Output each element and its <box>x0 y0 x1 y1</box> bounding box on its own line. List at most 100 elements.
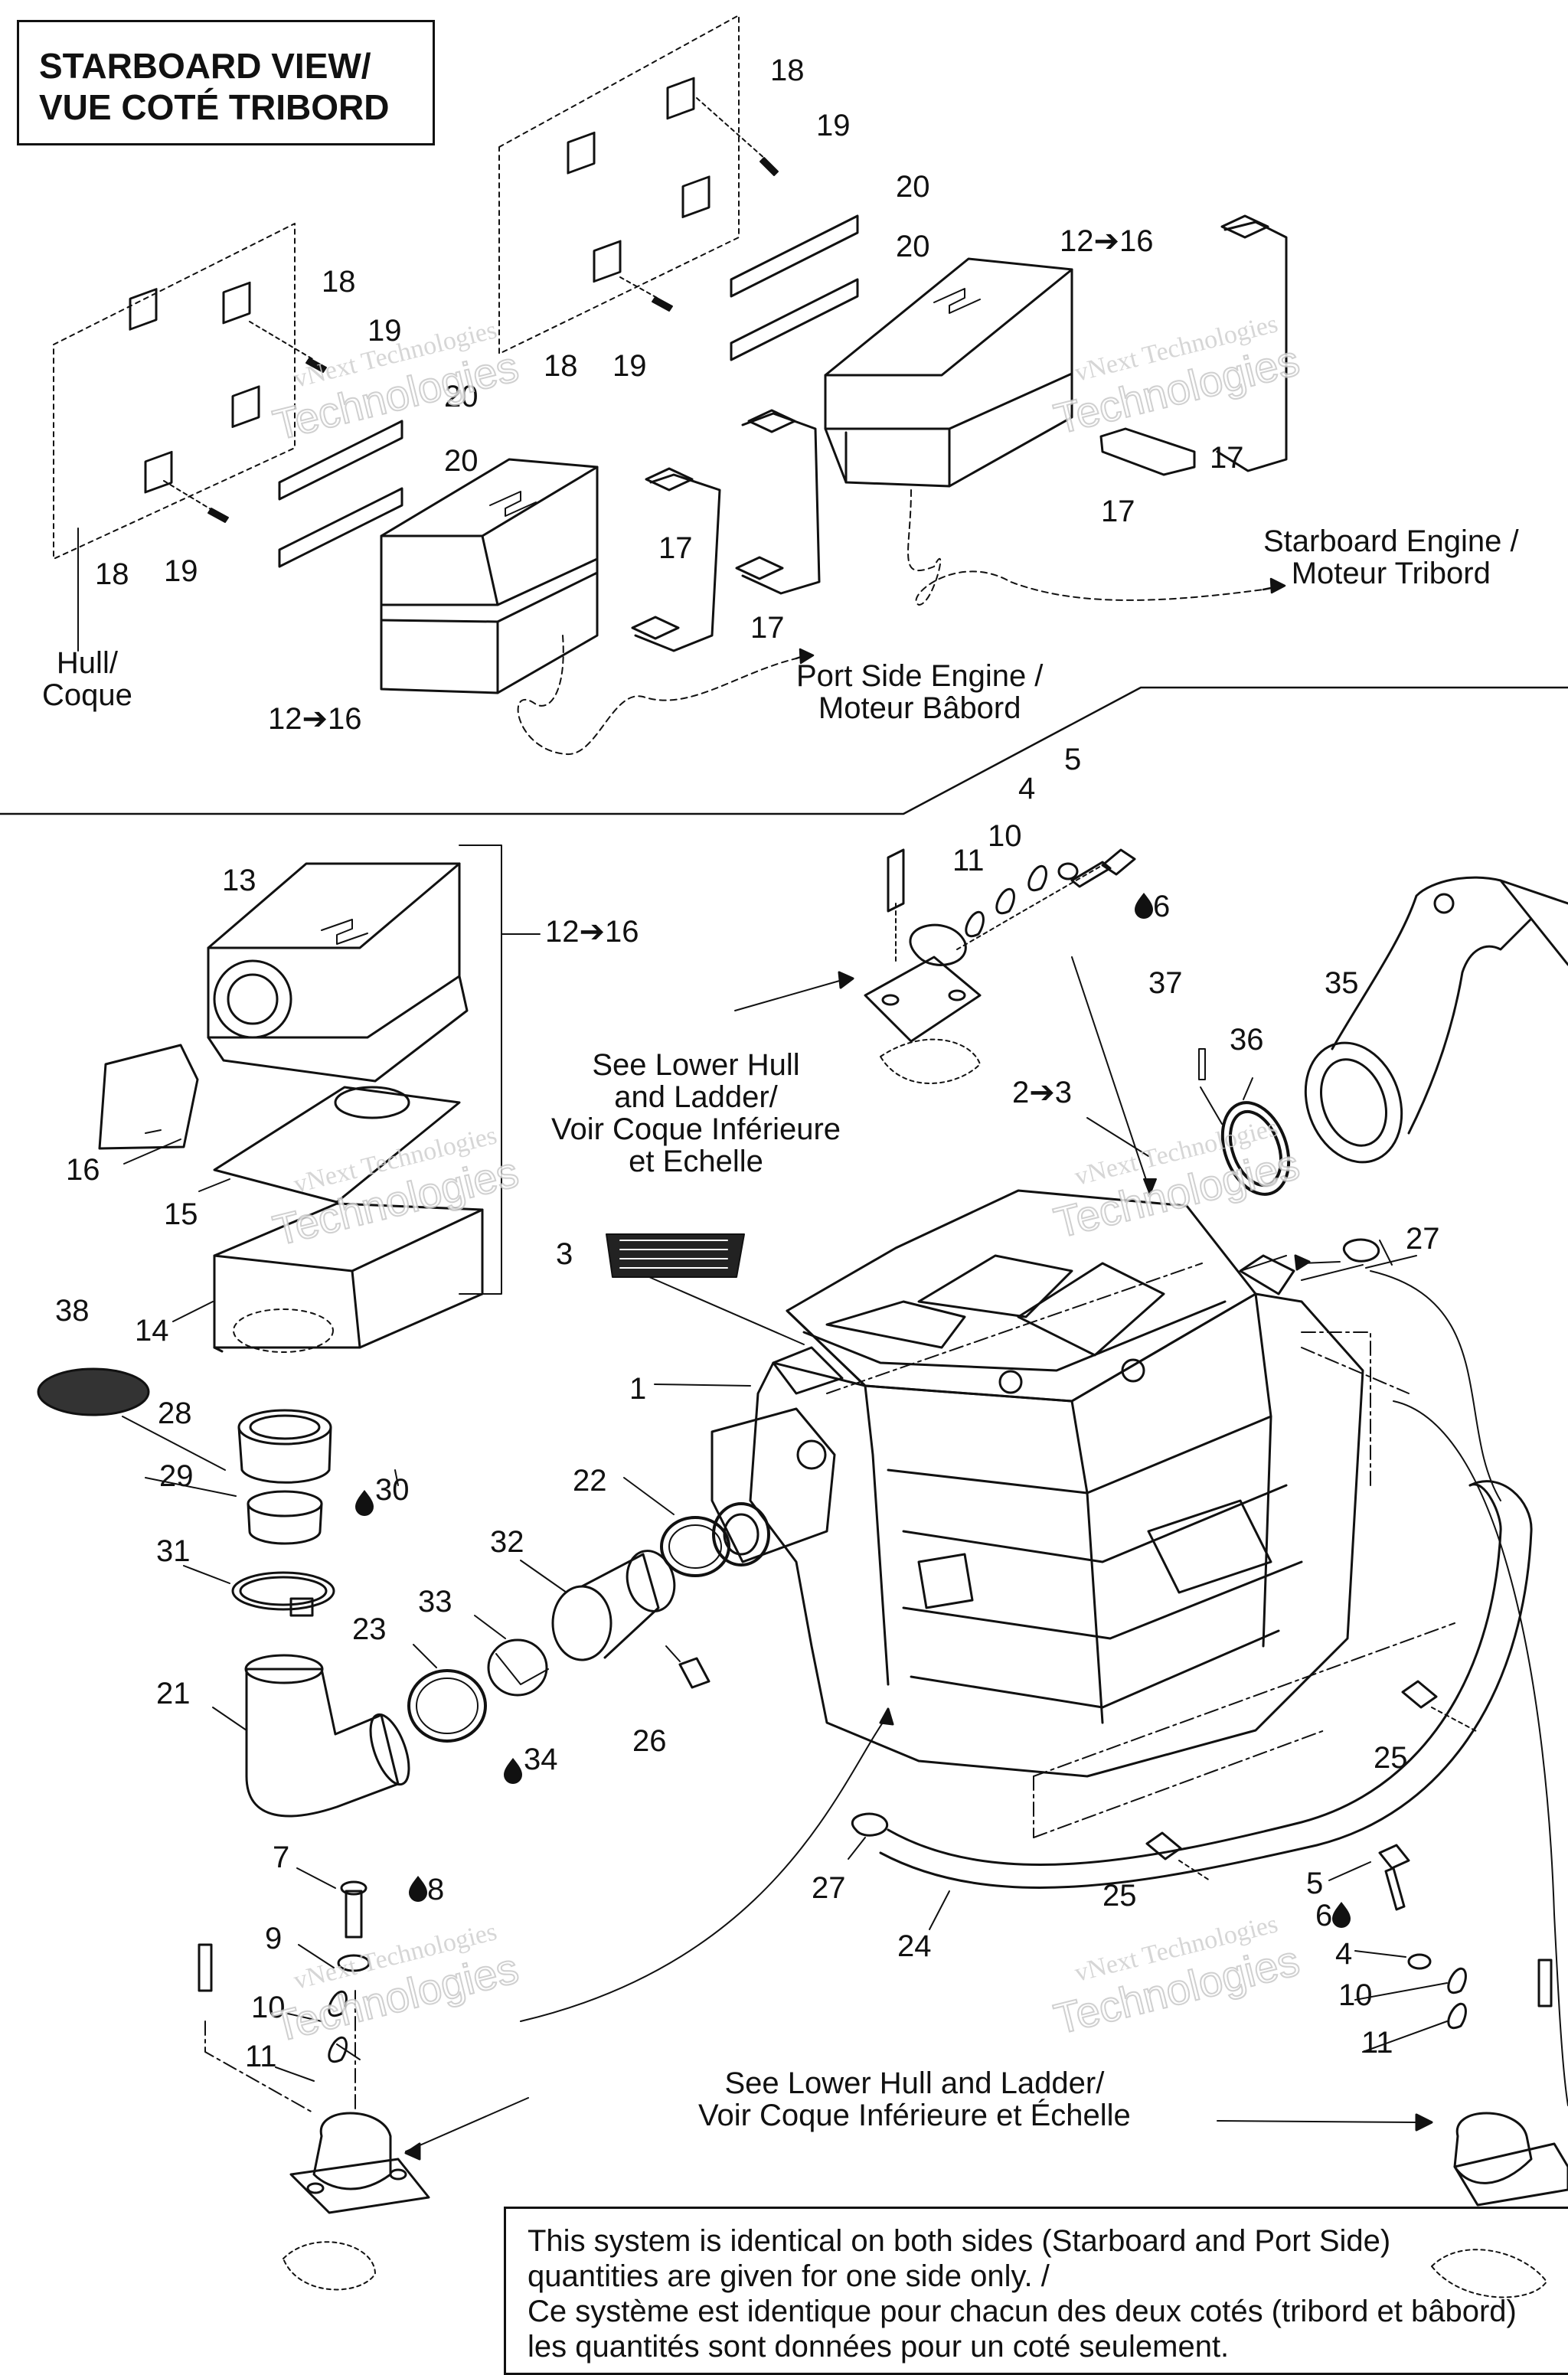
callout-8: 8 <box>427 1873 445 1906</box>
port-engine-label: Port Side Engine / Moteur Bâbord <box>796 659 1044 725</box>
hull-panel-left <box>53 223 296 560</box>
exhaust-35 <box>1304 876 1568 1164</box>
note-box: This system is identical on both sides (… <box>504 2207 1568 2375</box>
drop-icon <box>355 1490 374 1516</box>
callout-10: 10 <box>1338 1978 1373 2012</box>
callout-14: 14 <box>135 1314 169 1348</box>
mount-top-line <box>1071 956 1149 1188</box>
callout-16: 16 <box>66 1153 100 1187</box>
callout-2-3: 2➔3 <box>1012 1076 1073 1109</box>
callout-15: 15 <box>164 1197 198 1231</box>
view-title-line1: STARBOARD VIEW/ <box>39 46 371 86</box>
callout-19: 19 <box>368 314 402 348</box>
callout-28: 28 <box>158 1397 192 1430</box>
screw-19-group <box>163 97 779 523</box>
callout-21: 21 <box>156 1677 191 1710</box>
adapter-32 <box>551 1550 676 1661</box>
callout-18: 18 <box>770 54 805 87</box>
callout-17: 17 <box>658 531 693 565</box>
callout-18: 18 <box>322 265 356 299</box>
callout-24: 24 <box>897 1929 932 1963</box>
see-lower-hull-label-1: See Lower Hull and Ladder/ Voir Coque In… <box>551 1048 841 1178</box>
callout-35: 35 <box>1325 966 1359 1000</box>
hose-24 <box>879 1480 1533 1889</box>
strap-17-group <box>631 214 1288 652</box>
hull-label: Hull/ Coque <box>42 646 132 712</box>
callout-27: 27 <box>1406 1222 1440 1256</box>
hull-panel-right <box>498 15 740 354</box>
grommet-28 <box>237 1409 332 1484</box>
note-line3: Ce système est identique pour chacun des… <box>528 2295 1517 2328</box>
engine-arrows-top <box>795 577 1286 665</box>
callout-33: 33 <box>418 1585 452 1619</box>
callout-11: 11 <box>1361 2026 1393 2060</box>
fitting-25a <box>1401 1680 1438 1709</box>
callout-37: 37 <box>1148 966 1183 1000</box>
callout-10: 10 <box>251 1991 286 2024</box>
mount-lower-left <box>198 1880 430 2291</box>
callout-27: 27 <box>812 1871 846 1905</box>
pin-37 <box>1198 1048 1206 1080</box>
mount-lower-left-leaders <box>204 1990 356 2114</box>
view-title-line2: VUE COTÉ TRIBORD <box>39 87 390 127</box>
callout-22: 22 <box>573 1464 607 1498</box>
label-3 <box>606 1233 745 1278</box>
leaders-lower <box>275 1837 1448 2082</box>
hose-dashed-top <box>517 489 1264 756</box>
ring-29 <box>247 1490 323 1545</box>
callout-25: 25 <box>1102 1879 1137 1913</box>
callout-3: 3 <box>556 1237 573 1271</box>
callout-5: 5 <box>1306 1867 1324 1900</box>
callout-20: 20 <box>896 170 930 204</box>
note-line2: quantities are given for one side only. … <box>528 2259 1050 2293</box>
callout-4: 4 <box>1335 1937 1353 1971</box>
engine-block <box>710 1189 1364 1778</box>
drop-icon <box>409 1876 427 1902</box>
drop-icon <box>1332 1902 1351 1928</box>
callout-32: 32 <box>490 1525 524 1559</box>
starboard-engine-label: Starboard Engine / Moteur Tribord <box>1263 524 1519 590</box>
callout-29: 29 <box>159 1459 194 1493</box>
leaders-lower-left <box>122 1129 681 1731</box>
callout-26: 26 <box>632 1724 667 1758</box>
callout-19: 19 <box>816 109 851 142</box>
mount-top-leaders <box>895 864 1103 965</box>
callout-5: 5 <box>1064 743 1082 776</box>
drop-icon <box>1135 893 1153 919</box>
bracket-18-group <box>129 77 710 494</box>
callout-30: 30 <box>375 1473 410 1507</box>
see-lower-hull-label-2: See Lower Hull and Ladder/ Voir Coque In… <box>698 2066 1131 2132</box>
callout-11: 11 <box>245 2040 277 2073</box>
callout-17: 17 <box>1101 495 1135 528</box>
leaders-engine <box>648 1117 1393 1387</box>
callout-10: 10 <box>988 819 1022 853</box>
callout-7: 7 <box>273 1841 290 1874</box>
callout-20: 20 <box>444 444 479 478</box>
callout-17: 17 <box>750 611 785 645</box>
callout-23: 23 <box>352 1612 387 1646</box>
callout-1: 1 <box>629 1372 647 1406</box>
callout-19: 19 <box>612 349 647 383</box>
clamp-31 <box>231 1571 335 1617</box>
ring-33 <box>487 1638 548 1697</box>
callout-9: 9 <box>265 1922 283 1955</box>
callout-13: 13 <box>222 864 256 897</box>
callout-12-16: 12➔16 <box>268 702 362 736</box>
clamp-27-top <box>1342 1238 1380 1263</box>
callout-4: 4 <box>1018 772 1036 805</box>
engine-dashdot <box>826 1263 1455 1838</box>
callout-18: 18 <box>544 349 578 383</box>
callout-20: 20 <box>444 380 479 413</box>
callout-25: 25 <box>1374 1741 1408 1775</box>
mount-lower-right <box>1378 1844 1568 2298</box>
callout-38: 38 <box>55 1294 90 1328</box>
note-line1: This system is identical on both sides (… <box>528 2224 1391 2258</box>
airbox-bracket-12-16 <box>459 844 541 1295</box>
callout-34: 34 <box>524 1743 558 1776</box>
airbox-left-top <box>380 458 599 694</box>
callout-6: 6 <box>1315 1899 1333 1932</box>
callout-19: 19 <box>164 554 198 588</box>
callout-20: 20 <box>896 230 930 263</box>
